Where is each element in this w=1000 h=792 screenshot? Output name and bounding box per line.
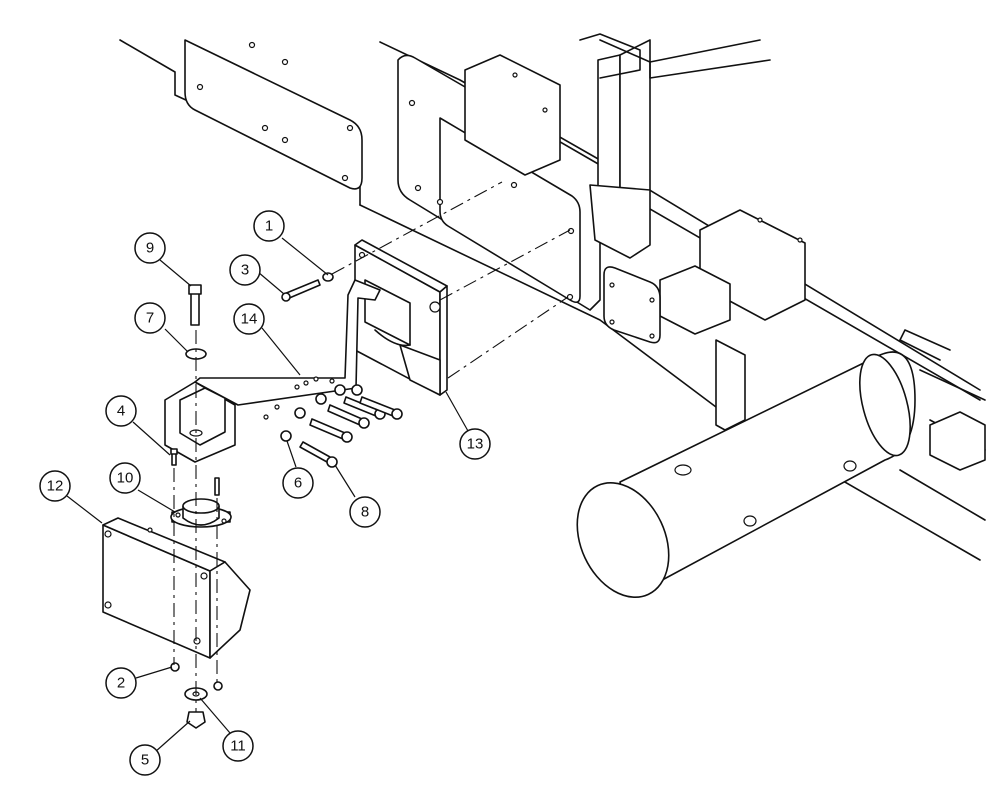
angle-bracket bbox=[715, 339, 746, 431]
air-tank bbox=[576, 351, 916, 599]
svg-text:2: 2 bbox=[117, 675, 125, 692]
svg-text:6: 6 bbox=[294, 475, 302, 492]
column-bracket bbox=[589, 184, 651, 259]
mounting-face-recess bbox=[439, 117, 581, 304]
svg-text:4: 4 bbox=[117, 403, 125, 420]
callout-2: 2 bbox=[105, 667, 137, 699]
bracket-14 bbox=[164, 279, 381, 463]
svg-text:5: 5 bbox=[141, 752, 149, 769]
svg-text:1: 1 bbox=[265, 218, 273, 235]
fasteners bbox=[170, 272, 403, 729]
callout-4: 4 bbox=[105, 395, 137, 427]
callout-8: 8 bbox=[349, 496, 381, 528]
callout-14: 14 bbox=[233, 303, 265, 335]
callout-6: 6 bbox=[282, 467, 314, 499]
bracket-assembly-13 bbox=[354, 239, 448, 396]
callout-13: 13 bbox=[459, 428, 491, 460]
callout-10: 10 bbox=[109, 462, 141, 494]
upper-box bbox=[464, 54, 561, 176]
callout-9: 9 bbox=[134, 232, 166, 264]
frame-structure bbox=[119, 33, 986, 561]
callout-3: 3 bbox=[229, 254, 261, 286]
callout-12: 12 bbox=[39, 470, 71, 502]
svg-text:11: 11 bbox=[230, 738, 246, 755]
mounting-plate-12 bbox=[102, 517, 251, 659]
svg-text:7: 7 bbox=[146, 310, 154, 327]
callout-7: 7 bbox=[134, 302, 166, 334]
svg-text:12: 12 bbox=[47, 478, 64, 495]
centerlines bbox=[173, 181, 571, 712]
rubber-pad bbox=[603, 266, 661, 344]
svg-text:13: 13 bbox=[467, 436, 484, 453]
callout-11: 11 bbox=[222, 730, 254, 762]
svg-text:8: 8 bbox=[361, 504, 369, 521]
svg-text:9: 9 bbox=[146, 240, 154, 257]
svg-text:14: 14 bbox=[241, 311, 258, 328]
svg-text:3: 3 bbox=[241, 262, 249, 279]
callout-leaders bbox=[66, 237, 469, 753]
callout-1: 1 bbox=[253, 210, 285, 242]
upper-left-plate bbox=[184, 39, 363, 190]
callout-5: 5 bbox=[129, 744, 161, 776]
isolator-10 bbox=[170, 498, 232, 528]
svg-text:10: 10 bbox=[117, 470, 134, 487]
